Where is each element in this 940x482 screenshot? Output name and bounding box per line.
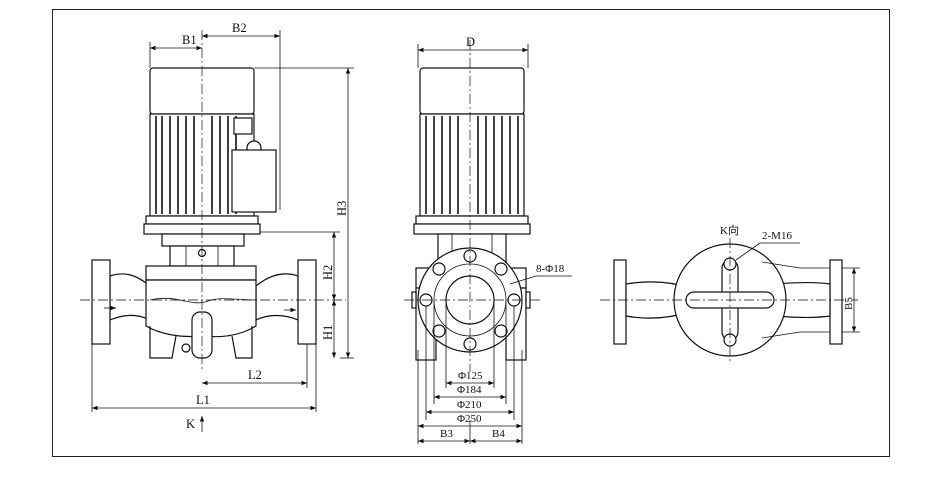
label-k-view: K向 (720, 223, 739, 237)
side-view (404, 40, 540, 372)
side-dimensions: D 8-Φ18 Φ125 Φ184 Φ210 Φ250 B3 B4 (417, 35, 572, 444)
label-bolts: 8-Φ18 (536, 263, 565, 275)
front-view (80, 30, 346, 372)
label-b3: B3 (440, 428, 453, 440)
label-l2: L2 (248, 368, 262, 382)
terminal-box (233, 117, 253, 135)
k-left-flange (613, 259, 627, 345)
label-phi184: Φ184 (457, 384, 482, 396)
left-flange (91, 259, 111, 345)
drawing-frame (52, 9, 890, 457)
side-motor-body (419, 113, 525, 217)
label-phi125: Φ125 (458, 370, 483, 382)
label-k: K (186, 417, 195, 431)
label-b4: B4 (492, 428, 505, 440)
outlet-pipe (255, 273, 299, 321)
right-flange (297, 259, 317, 345)
side-motor-fins (425, 116, 519, 214)
k-right-flange (829, 259, 843, 345)
label-h1: H1 (321, 325, 335, 340)
junction-box (231, 149, 277, 213)
label-phi250: Φ250 (457, 413, 482, 425)
bracket (161, 233, 245, 247)
label-l1: L1 (196, 393, 210, 407)
label-h2: H2 (321, 265, 335, 280)
label-h3: H3 (335, 201, 349, 216)
side-motor-cap (419, 67, 525, 115)
label-b1: B1 (182, 33, 197, 47)
label-phi210: Φ210 (457, 399, 482, 411)
label-m16: 2-M16 (762, 230, 792, 242)
pump-cover (145, 265, 257, 281)
k-view: K向 2-M16 B5 (600, 223, 860, 362)
inlet-pipe (109, 273, 151, 321)
label-b5: B5 (843, 297, 855, 310)
bolt-holes (419, 249, 521, 351)
label-d: D (466, 35, 475, 49)
front-dimensions: B2 B1 H3 H2 H1 L2 L1 K (91, 21, 354, 432)
label-b2: B2 (232, 21, 247, 35)
